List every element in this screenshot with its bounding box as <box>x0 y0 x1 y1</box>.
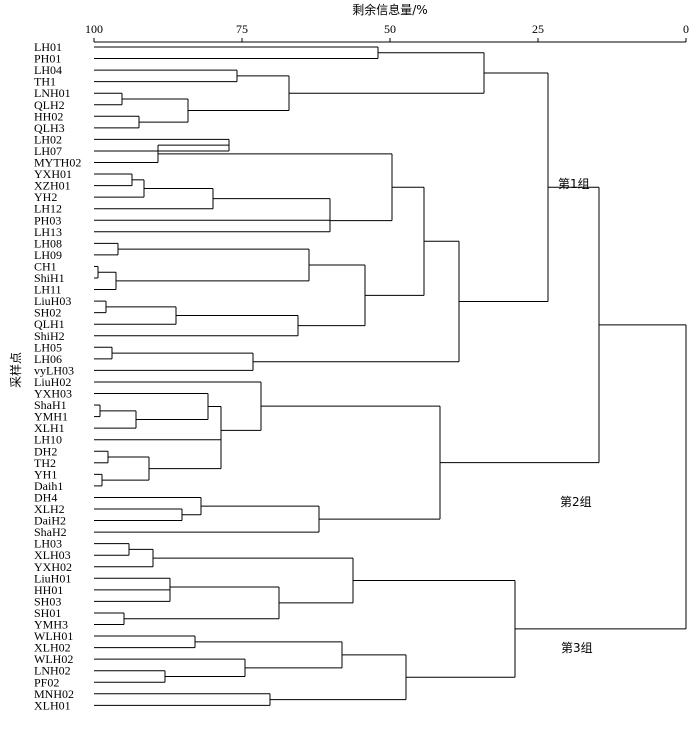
leaf-label: QLH3 <box>34 121 65 135</box>
leaf-label: vyLH03 <box>34 363 74 377</box>
group-3-label: 第3组 <box>561 641 593 655</box>
leaf-label: MYTH02 <box>34 156 81 170</box>
leaf-label: YMH3 <box>34 618 68 632</box>
leaf-label: QLH1 <box>34 317 65 331</box>
axis-title: 剩余信息量/% <box>352 2 427 17</box>
leaf-label: YMH1 <box>34 410 68 424</box>
leaf-label: LH09 <box>34 248 62 262</box>
leaf-label: CH1 <box>34 259 57 273</box>
leaf-label: LH11 <box>34 283 62 297</box>
leaf-label: LH02 <box>34 132 62 146</box>
leaf-label: TH2 <box>34 456 56 470</box>
leaf-label: LH05 <box>34 340 62 354</box>
leaf-label: Daih1 <box>34 479 63 493</box>
leaf-label: LNH02 <box>34 664 71 678</box>
leaf-label: LiuH02 <box>34 375 71 389</box>
leaf-label: XLH03 <box>34 548 71 562</box>
leaf-label: XLH2 <box>34 502 65 516</box>
tick-label: 50 <box>384 22 396 36</box>
leaf-label: LH06 <box>34 352 62 366</box>
group-1-label: 第1组 <box>558 177 590 191</box>
tick-label: 25 <box>532 22 544 36</box>
leaf-label: LNH01 <box>34 86 71 100</box>
leaf-label: LH07 <box>34 144 62 158</box>
leaf-label: YXH03 <box>34 387 72 401</box>
leaf-label: YXH01 <box>34 167 72 181</box>
leaf-label: LH01 <box>34 40 62 54</box>
leaf-label: HH01 <box>34 583 63 597</box>
leaf-label: SH02 <box>34 306 61 320</box>
leaf-label: HH02 <box>34 109 63 123</box>
leaf-label: DH2 <box>34 444 57 458</box>
tick-label: 75 <box>236 22 248 36</box>
leaf-label: ShaH1 <box>34 398 67 412</box>
leaf-label: LH04 <box>34 63 62 77</box>
leaf-label: TH1 <box>34 75 56 89</box>
leaf-label: LH03 <box>34 537 62 551</box>
leaf-label: LH10 <box>34 433 62 447</box>
leaf-label: ShiH1 <box>34 271 65 285</box>
leaf-label: PF02 <box>34 675 59 689</box>
leaf-label: ShiH2 <box>34 329 65 343</box>
tick-label: 100 <box>85 22 103 36</box>
leaf-label: QLH2 <box>34 98 65 112</box>
leaf-label: XZH01 <box>34 179 71 193</box>
leaf-label: LiuH01 <box>34 571 71 585</box>
axis-ticks: 100 75 50 25 0 <box>85 22 689 42</box>
leaf-label: YH1 <box>34 467 57 481</box>
leaf-label: XLH02 <box>34 641 71 655</box>
leaf-label: LH08 <box>34 236 62 250</box>
leaf-label: XLH01 <box>34 698 71 712</box>
tick-label: 0 <box>683 22 689 36</box>
leaf-label: LH13 <box>34 225 62 239</box>
leaf-label: PH01 <box>34 52 61 66</box>
tree-branches <box>94 46 687 706</box>
leaf-label: LiuH03 <box>34 294 71 308</box>
leaf-label: XLH1 <box>34 421 65 435</box>
leaf-label: YXH02 <box>34 560 72 574</box>
leaf-label: SH03 <box>34 594 61 608</box>
y-axis-label: 采样点 <box>8 352 23 388</box>
leaf-label: WLH01 <box>34 629 73 643</box>
leaf-label: WLH02 <box>34 652 73 666</box>
leaf-label: YH2 <box>34 190 57 204</box>
leaf-label: ShaH2 <box>34 525 67 539</box>
leaf-label: DH4 <box>34 490 57 504</box>
leaf-labels: LH01PH01LH04TH1LNH01QLH2HH02QLH3LH02LH07… <box>34 40 81 712</box>
leaf-label: LH12 <box>34 202 62 216</box>
leaf-label: PH03 <box>34 213 61 227</box>
leaf-label: MNH02 <box>34 687 74 701</box>
leaf-label: SH01 <box>34 606 61 620</box>
leaf-label: DaiH2 <box>34 514 66 528</box>
group-2-label: 第2组 <box>560 495 592 509</box>
